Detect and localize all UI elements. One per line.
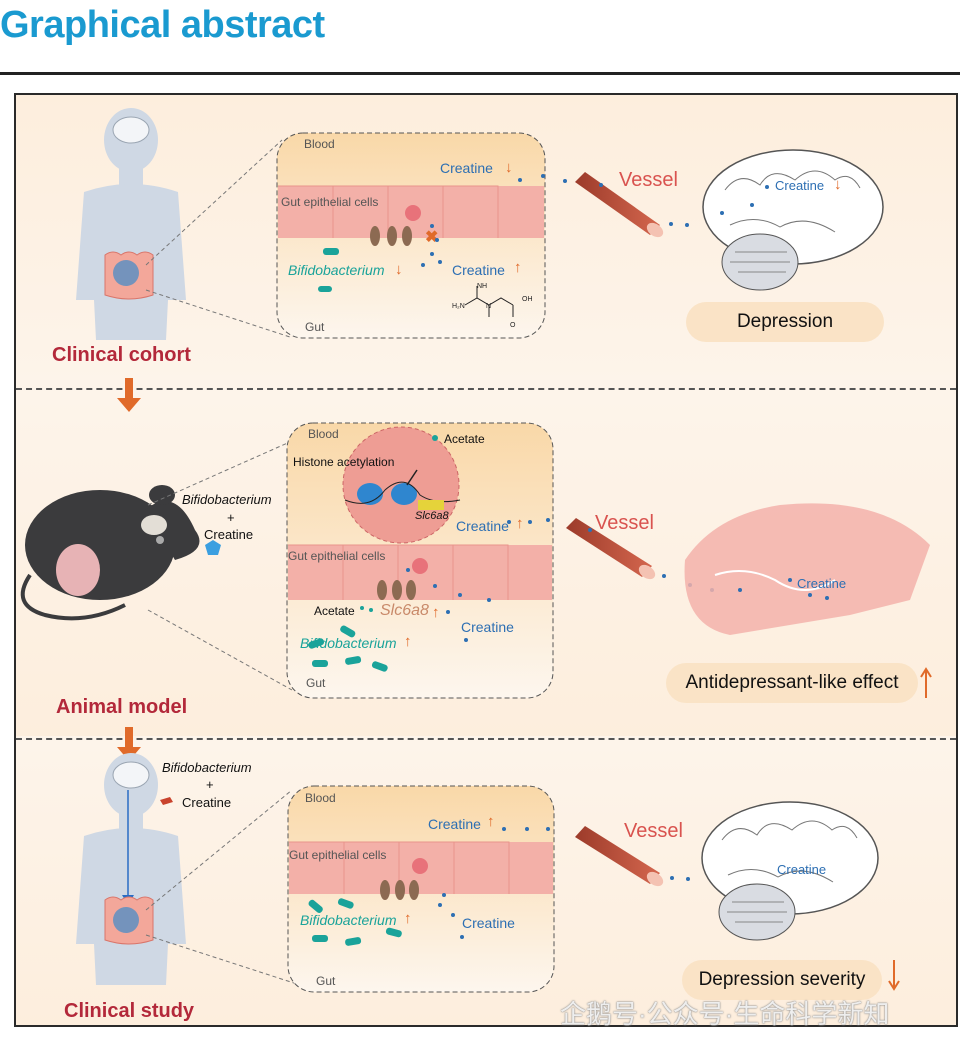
gut-epithelial-label: Gut epithelial cells [288, 549, 386, 563]
decrease-arrow-icon: ↓ [395, 261, 403, 278]
zoom-line [147, 609, 293, 691]
gut-label: Gut [306, 676, 326, 690]
vessel-label: Vessel [619, 169, 678, 191]
treatment-creatine: Creatine [204, 527, 254, 542]
creatine-label: Creatine [456, 518, 509, 534]
outcome-antidepressant: Antidepressant-like effect [666, 663, 918, 703]
increase-arrow-icon: ↑ [404, 910, 412, 927]
vessel-1 [563, 172, 689, 238]
bacterium-label: Bifidobacterium [300, 635, 397, 651]
creatine-label: Creatine [797, 576, 847, 591]
histone-acetylation-label: Histone acetylation [293, 455, 395, 469]
zoom-line [145, 789, 293, 911]
gut-epithelial-label: Gut epithelial cells [281, 195, 379, 209]
zoom-line [147, 440, 293, 506]
creatine-label: Creatine [461, 619, 514, 635]
treatment-bacterium: Bifidobacterium [162, 760, 252, 775]
human-figure-2 [76, 753, 186, 985]
watermark: 企鹅号·公众号·生命科学新知 [560, 999, 890, 1029]
gene-label: Slc6a8 [415, 510, 449, 522]
human-figure-1 [76, 108, 186, 340]
blood-label: Blood [308, 427, 339, 441]
stage-label-clinical-cohort: Clinical cohort [52, 344, 191, 366]
molecule-h2n: H₂N [452, 303, 465, 310]
vessel-label: Vessel [624, 820, 683, 842]
down-arrow-icon [117, 378, 141, 412]
molecule-nh: NH [477, 283, 488, 290]
molecule-oh: OH [522, 296, 533, 303]
stage-label-animal-model: Animal model [56, 696, 188, 718]
gut-label: Gut [305, 320, 325, 334]
decrease-arrow-icon: ↓ [505, 159, 513, 176]
page-title: Graphical abstract [0, 4, 325, 46]
treatment-plus: + [227, 510, 235, 525]
increase-arrow-icon [920, 667, 932, 698]
panel-divider-2 [16, 738, 956, 740]
gut-box-1: ✖ [276, 132, 546, 339]
increase-arrow-icon: ↑ [487, 813, 495, 830]
increase-arrow-icon: ↑ [432, 604, 440, 621]
treatment-plus: + [206, 777, 214, 792]
zoom-line [145, 139, 283, 266]
acetate-label: Acetate [444, 432, 485, 446]
blood-label: Blood [304, 137, 335, 151]
gene-label: Slc6a8 [380, 602, 429, 619]
panel-divider-1 [16, 388, 956, 390]
zoom-line [145, 289, 291, 338]
creatine-label: Creatine [452, 262, 505, 278]
creatine-label: Creatine [428, 816, 481, 832]
gut-box-3 [287, 785, 555, 993]
gut-label: Gut [316, 974, 336, 988]
decrease-arrow-icon [888, 960, 900, 991]
gut-epithelial-label: Gut epithelial cells [289, 848, 387, 862]
down-arrow-icon [117, 727, 141, 761]
treatment-creatine: Creatine [182, 795, 232, 810]
outcome-depression: Depression [686, 302, 884, 342]
molecule-o: O [510, 322, 516, 329]
treatment-bacterium: Bifidobacterium [182, 492, 272, 507]
creatine-label: Creatine [462, 915, 515, 931]
molecule-n: N [486, 303, 492, 310]
brain-3 [701, 801, 879, 941]
blood-label: Blood [305, 791, 336, 805]
creatine-label: Creatine [777, 862, 827, 877]
decrease-arrow-icon: ↓ [834, 176, 842, 193]
bacterium-label: Bifidobacterium [288, 262, 385, 278]
bacterium-label: Bifidobacterium [300, 912, 397, 928]
increase-arrow-icon: ↑ [404, 633, 412, 650]
svg-text:✖: ✖ [425, 229, 438, 246]
gut-box-2 [286, 422, 554, 699]
mouse-brain-section [684, 503, 930, 635]
creatine-label: Creatine [775, 178, 825, 193]
vessel-3 [575, 826, 762, 887]
increase-arrow-icon: ↑ [514, 259, 522, 276]
increase-arrow-icon: ↑ [516, 515, 524, 532]
acetate-label: Acetate [314, 604, 355, 618]
title-divider [0, 72, 960, 75]
zoom-line [145, 934, 301, 986]
brain-1 [702, 149, 884, 291]
outcome-depression-severity: Depression severity [682, 960, 882, 1000]
mouse-figure [20, 485, 221, 621]
creatine-label: Creatine [440, 160, 493, 176]
stage-label-clinical-study: Clinical study [64, 1000, 195, 1022]
vessel-label: Vessel [595, 512, 654, 534]
